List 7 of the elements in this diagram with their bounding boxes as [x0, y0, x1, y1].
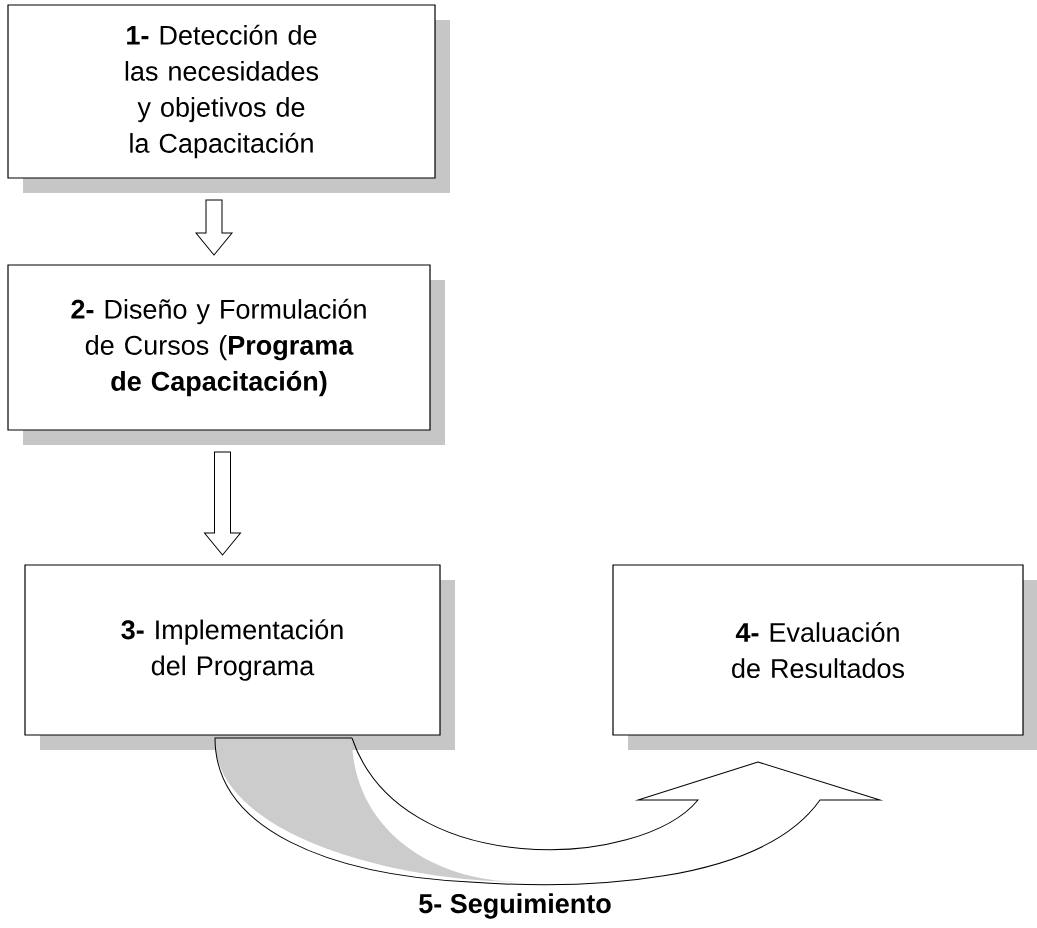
block-arrow [204, 451, 241, 556]
process-box: 3- Implementación del Programa [24, 564, 455, 750]
block-arrow [195, 199, 233, 256]
process-box: 4- Evaluación de Resultados [612, 564, 1037, 750]
process-box: 2- Diseño y Formulación de Cursos (Programa de Capacitación) [7, 264, 445, 445]
process-box: 1- Detección de las necesidades y objetivos de la Capacitación [7, 4, 450, 193]
edge-label: 5- Seguimiento [419, 893, 611, 919]
